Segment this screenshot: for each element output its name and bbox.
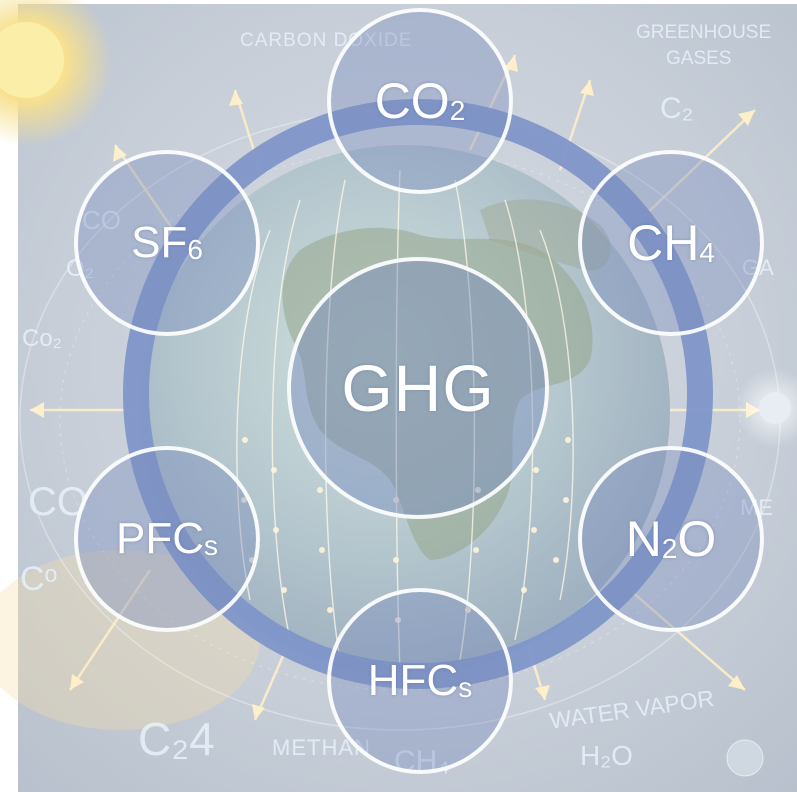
node-ch4-base: CH	[627, 215, 700, 271]
label-gases: GASES	[666, 48, 732, 69]
node-ch4: CH4	[578, 150, 764, 336]
sun	[0, 22, 64, 98]
label-greenhouse: GREENHOUSE	[636, 22, 772, 43]
small-planet	[726, 739, 764, 777]
node-co2-label: CO2	[375, 72, 466, 130]
node-sf6: SF6	[74, 150, 260, 336]
node-ghg-center: GHG	[287, 257, 549, 519]
orb	[759, 392, 791, 424]
node-hfcs-sub: s	[458, 672, 473, 703]
arrow-heads	[30, 55, 760, 720]
node-n2o-label: N2O	[626, 510, 717, 568]
node-pfcs-sub: s	[204, 530, 218, 561]
node-n2o: N2O	[578, 446, 764, 632]
node-ghg-label: GHG	[341, 351, 495, 425]
label-c-left-bottom: Cᵒ	[20, 560, 58, 598]
label-c4-bottom: C₂4	[138, 713, 215, 765]
node-sf6-label: SF6	[131, 218, 203, 268]
continent-north	[480, 199, 611, 271]
node-co2: CO2	[327, 8, 513, 194]
node-n2o-base: N	[625, 511, 662, 567]
node-pfcs: PFCs	[74, 446, 260, 632]
node-pfcs-label: PFCs	[116, 514, 218, 564]
label-c2-right: C₂	[660, 92, 694, 125]
node-pfcs-base: PFC	[116, 514, 204, 563]
label-h2o: H₂O	[580, 740, 633, 771]
node-ch4-label: CH4	[627, 214, 715, 272]
label-co2-left: Co₂	[22, 325, 62, 352]
node-n2o-tail: O	[677, 511, 717, 567]
node-co2-sub: 2	[449, 95, 466, 126]
node-sf6-sub: 6	[187, 234, 203, 265]
node-co2-base: CO	[374, 73, 450, 129]
node-hfcs: HFCs	[327, 588, 513, 774]
node-ch4-sub: 4	[699, 237, 715, 268]
node-n2o-sub: 2	[661, 533, 678, 564]
node-hfcs-base: HFC	[367, 656, 459, 705]
node-sf6-base: SF	[131, 218, 188, 267]
node-hfcs-label: HFCs	[368, 656, 472, 706]
